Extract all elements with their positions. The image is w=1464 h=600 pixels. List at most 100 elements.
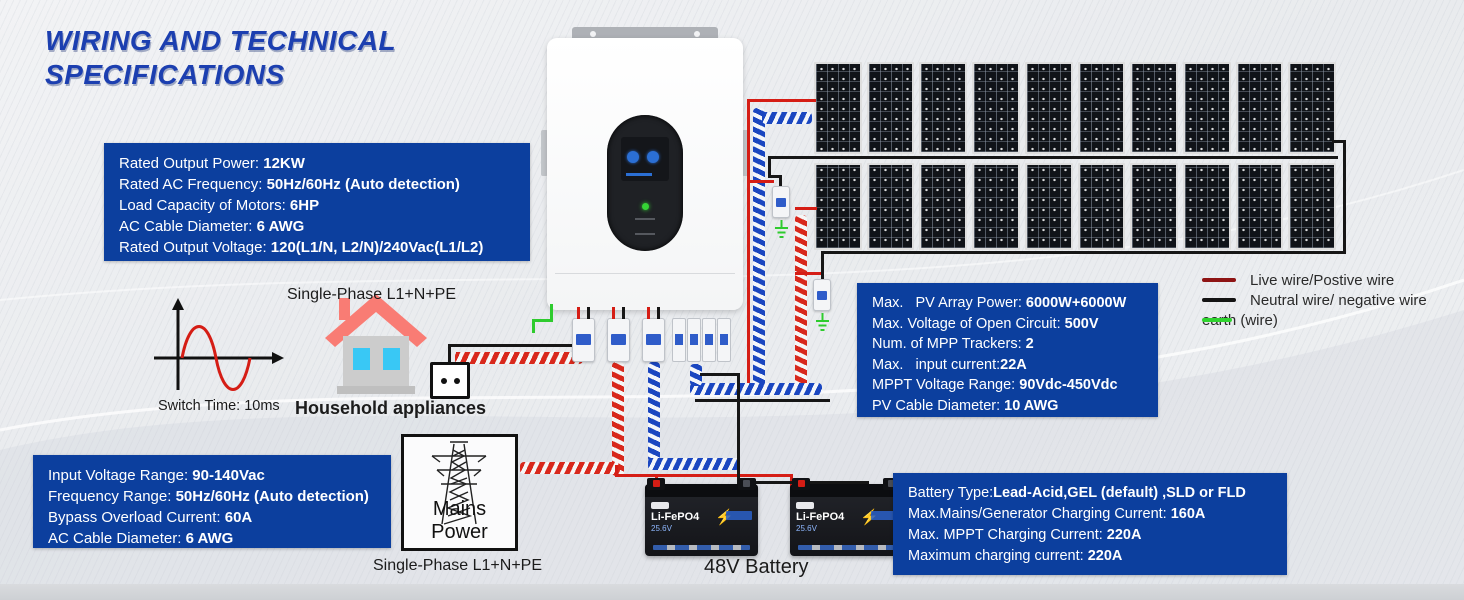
- breaker-toggle: [646, 334, 661, 345]
- screen-gauge-icon: [627, 151, 639, 163]
- battery-brand-label: Li-FePO4: [796, 511, 845, 523]
- solar-panel: [1077, 62, 1126, 154]
- solar-panel: [1024, 62, 1073, 154]
- legend-item-neutral: Neutral wire/ negative wire: [1202, 290, 1427, 310]
- pv-breaker: [813, 279, 831, 311]
- spec-row: Rated AC Frequency: 50Hz/60Hz (Auto dete…: [119, 176, 460, 193]
- battery-negative-terminal: [743, 480, 750, 487]
- spec-row: Max. PV Array Power: 6000W+6000W: [872, 295, 1127, 311]
- ac-output-spec-box: Rated Output Power: 12KW Rated AC Freque…: [104, 143, 530, 261]
- outlet-icon: [430, 362, 470, 399]
- cable-segment: [648, 362, 660, 462]
- solar-panel: [972, 163, 1020, 250]
- breaker-group: [672, 318, 731, 362]
- inverter-mount-bracket: [572, 27, 718, 41]
- solar-panel: [814, 163, 862, 250]
- cable-segment: [612, 362, 624, 476]
- spec-row: Load Capacity of Motors: 6HP: [119, 197, 320, 214]
- sine-wave-icon: [154, 298, 284, 391]
- single-phase-mains-label: Single-Phase L1+N+PE: [373, 557, 542, 574]
- pv-input-spec-box: Max. PV Array Power: 6000W+6000W Max. Vo…: [857, 283, 1158, 417]
- battery-negative-terminal: [888, 480, 895, 487]
- mains-power-label: Mains Power: [431, 498, 488, 543]
- cable-segment: [648, 458, 740, 470]
- battery-sticker: [871, 511, 897, 520]
- battery-spec-box: Battery Type:Lead-Acid,GEL (default) ,SL…: [893, 473, 1287, 575]
- inverter-seam: [555, 273, 735, 274]
- bracket-hole: [690, 29, 704, 39]
- breaker-toggle: [611, 334, 626, 345]
- wire-segment: [532, 319, 553, 322]
- wire-segment: [1332, 140, 1346, 143]
- cable-segment: [753, 108, 765, 390]
- spec-row: Max. input current:22A: [872, 356, 1027, 373]
- earth-wire-color-swatch: [1202, 318, 1232, 322]
- breaker-toggle: [817, 291, 827, 300]
- page-title: WIRING AND TECHNICAL SPECIFICATIONS: [45, 24, 396, 92]
- wire-segment: [750, 180, 774, 183]
- switch-time-label: Switch Time: 10ms: [158, 398, 280, 414]
- screen-gauge-icon: [647, 151, 659, 163]
- inverter-heatsink-tab: [541, 130, 548, 176]
- wire-legend: Live wire/Postive wire Neutral wire/ neg…: [1202, 270, 1427, 330]
- panel-label-mark: [635, 233, 655, 235]
- wire-segment: [615, 465, 618, 477]
- breaker-pole: [672, 318, 686, 362]
- battery-sticker: [726, 511, 752, 520]
- solar-panel: [1182, 163, 1231, 250]
- inverter: [547, 38, 743, 310]
- spec-row: Bypass Overload Current: 60A: [48, 509, 253, 526]
- solar-panel: [1288, 62, 1337, 154]
- legend-item-earth: earth (wire): [1202, 311, 1278, 329]
- wire-segment: [795, 272, 821, 275]
- spec-row: Rated Output Voltage: 120(L1/N, L2/N)/24…: [119, 239, 484, 256]
- solar-panel: [814, 62, 862, 154]
- pv-breaker: [772, 186, 790, 218]
- wire-segment: [615, 474, 793, 477]
- spec-row: Max. Voltage of Open Circuit: 500V: [872, 315, 1099, 332]
- ac-breaker: [607, 307, 630, 362]
- spec-row: AC Cable Diameter: 6 AWG: [119, 218, 305, 235]
- spec-row: Battery Type:Lead-Acid,GEL (default) ,SL…: [908, 485, 1246, 501]
- wire-segment: [737, 373, 740, 483]
- solar-panel-row-1: [814, 62, 1337, 154]
- spec-row: Frequency Range: 50Hz/60Hz (Auto detecti…: [48, 488, 369, 505]
- wire-segment: [795, 207, 817, 210]
- battery-badge: [651, 502, 669, 509]
- earth-ground-icon: [775, 220, 788, 238]
- wire-segment: [768, 156, 1338, 159]
- household-appliances-label: Household appliances: [295, 398, 487, 418]
- wire-segment: [768, 156, 771, 177]
- breaker-toggle: [776, 198, 786, 207]
- mains-power-box: Mains Power: [401, 434, 518, 551]
- panel-label-mark: [635, 218, 655, 220]
- wire-segment: [532, 319, 535, 333]
- solar-panel: [1288, 163, 1337, 250]
- solar-panel: [1130, 62, 1178, 154]
- inverter-display-panel: [607, 115, 683, 251]
- solar-panel: [1235, 163, 1284, 250]
- wire-segment: [448, 344, 451, 364]
- bottom-band: [0, 584, 1464, 600]
- spec-row: Max.Mains/Generator Charging Current: 16…: [908, 506, 1206, 522]
- spec-row: Maximum charging current: 220A: [908, 548, 1123, 564]
- wire-segment: [700, 373, 740, 376]
- breaker-toggle: [576, 334, 591, 345]
- spec-row: Max. MPPT Charging Current: 220A: [908, 527, 1142, 543]
- wire-segment: [448, 344, 588, 347]
- solar-panel: [1024, 163, 1073, 250]
- inverter-screen: [621, 137, 669, 181]
- wire-segment: [821, 251, 824, 279]
- spec-row: PV Cable Diameter: 10 AWG: [872, 397, 1059, 414]
- solar-panel: [1077, 163, 1126, 250]
- breaker-pole: [687, 318, 701, 362]
- spec-row: MPPT Voltage Range: 90Vdc-450Vdc: [872, 377, 1118, 393]
- spec-row: Num. of MPP Trackers: 2: [872, 336, 1034, 352]
- wire-segment: [821, 251, 1346, 254]
- spec-row: Rated Output Power: 12KW: [119, 155, 305, 172]
- page-title-line2: SPECIFICATIONS: [45, 59, 285, 90]
- neutral-wire-color-swatch: [1202, 298, 1236, 302]
- cable-segment: [795, 215, 807, 390]
- battery-unit: Li-FePO4 25.6V ⚡: [790, 478, 903, 556]
- battery-48v-label: 48V Battery: [704, 556, 809, 578]
